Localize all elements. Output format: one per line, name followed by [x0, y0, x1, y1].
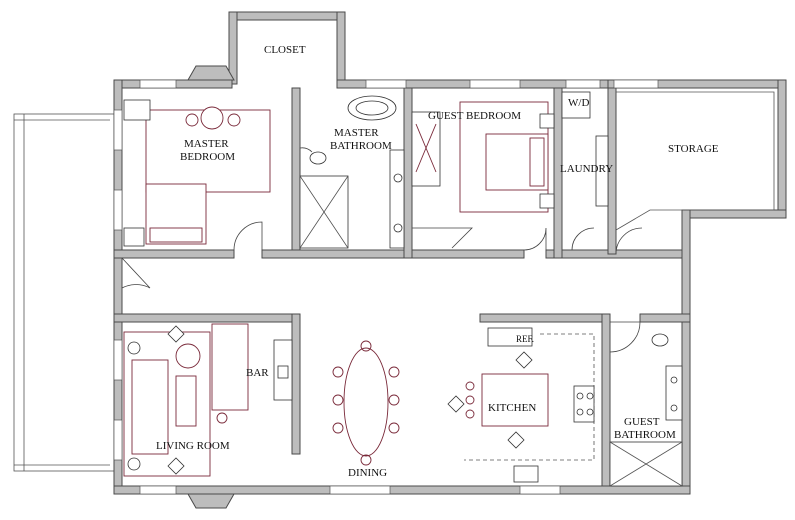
label-guest-bathroom-line2: BATHROOM: [614, 429, 676, 441]
living-room-furniture: [123, 323, 293, 477]
label-master-bathroom-line1: MASTER: [334, 127, 379, 139]
walls: [113, 11, 787, 495]
master-bedroom-furniture: [123, 99, 271, 247]
guest-bedroom-furniture: [411, 101, 555, 213]
label-laundry: LAUNDRY: [560, 163, 613, 175]
label-dining: DINING: [348, 467, 387, 479]
label-closet: CLOSET: [264, 44, 306, 56]
label-living-room: LIVING ROOM: [156, 440, 230, 452]
label-wd: W/D: [568, 97, 589, 109]
label-ref: REF.: [516, 334, 534, 344]
label-master-bedroom-line1: MASTER: [184, 138, 229, 150]
label-master-bedroom-line2: BEDROOM: [180, 151, 235, 163]
dining-table: [332, 340, 400, 466]
label-guest-bedroom: GUEST BEDROOM: [428, 110, 521, 122]
label-master-bathroom-line2: BATHROOM: [330, 140, 392, 152]
label-bar: BAR: [246, 367, 269, 379]
deck: [13, 113, 121, 472]
guest-bathroom-fixtures: [609, 333, 683, 487]
room-labels: CLOSET MASTER BEDROOM MASTER BATHROOM GU…: [156, 44, 719, 479]
windows: [113, 65, 659, 509]
master-bathroom-fixtures: [299, 95, 405, 249]
label-guest-bathroom-line1: GUEST: [624, 416, 660, 428]
kitchen-fixtures: [447, 327, 595, 483]
label-storage: STORAGE: [668, 143, 719, 155]
label-kitchen: KITCHEN: [488, 402, 536, 414]
storage-outline: [615, 91, 775, 231]
laundry-fixtures: [561, 91, 609, 207]
doors: [121, 147, 643, 353]
